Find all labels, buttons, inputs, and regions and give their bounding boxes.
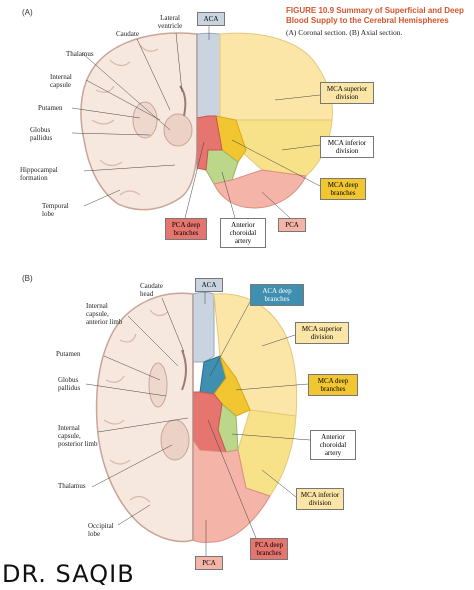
box-a-anterior-choroidal: Anterior choroidal artery bbox=[220, 218, 266, 248]
label-caudate-head: Caudate head bbox=[140, 282, 163, 298]
box-a-pca-deep: PCA deep branches bbox=[165, 218, 207, 240]
figure-subtitle: (A) Coronal section. (B) Axial section. bbox=[286, 28, 403, 37]
box-b-mca-deep: MCA deep branches bbox=[308, 374, 358, 396]
coronal-left-gyri bbox=[91, 44, 159, 196]
coronal-mca-superior bbox=[219, 32, 333, 121]
box-b-aca-deep: ACA deep branches bbox=[250, 284, 304, 306]
label-globus-pallidus-b: Globus pallidus bbox=[58, 376, 81, 392]
coronal-pca-territory bbox=[213, 169, 307, 209]
label-internal-capsule: Internal capsule bbox=[50, 73, 72, 89]
figure-title: FIGURE 10.9 Summary of Superficial and D… bbox=[286, 6, 464, 25]
label-putamen-b: Putamen bbox=[56, 350, 81, 358]
box-a-aca: ACA bbox=[197, 12, 225, 26]
coronal-aca-territory bbox=[196, 32, 221, 121]
label-globus-pallidus: Globus pallidus bbox=[30, 126, 53, 142]
panel-a-letter: (A) bbox=[22, 8, 33, 17]
axial-aca-territory bbox=[192, 292, 215, 363]
axial-left-thalamus bbox=[160, 419, 190, 461]
box-a-mca-inferior: MCA inferior division bbox=[320, 136, 374, 158]
coronal-pca-deep bbox=[196, 115, 223, 171]
label-internal-capsule-posterior: Internal capsule, posterior limb bbox=[58, 424, 98, 448]
label-temporal-lobe: Temporal lobe bbox=[42, 202, 69, 218]
axial-left-putamen bbox=[148, 362, 168, 408]
axial-left-gyri bbox=[103, 309, 169, 503]
coronal-left-ventricle bbox=[179, 85, 187, 117]
label-thalamus-b: Thalamus bbox=[58, 482, 86, 490]
label-occipital-lobe: Occipital lobe bbox=[88, 522, 114, 538]
box-b-mca-inferior: MCA inferior division bbox=[296, 488, 344, 510]
label-thalamus: Thalamus bbox=[66, 50, 94, 58]
coronal-left-thalamus bbox=[163, 113, 193, 147]
label-lateral-ventricle: Lateral ventricle bbox=[157, 14, 183, 30]
box-b-pca: PCA bbox=[195, 556, 223, 570]
label-hippocampal-formation: Hippocampal formation bbox=[20, 166, 58, 182]
box-a-mca-deep: MCA deep branches bbox=[320, 178, 366, 200]
panel-b-letter: (B) bbox=[22, 274, 33, 283]
box-a-pca: PCA bbox=[278, 218, 306, 232]
box-b-mca-superior: MCA superior division bbox=[295, 322, 349, 344]
axial-pca-territory bbox=[192, 438, 271, 543]
coronal-leader-lines bbox=[71, 25, 321, 219]
box-a-mca-superior: MCA superior division bbox=[320, 82, 374, 104]
coronal-mca-inferior bbox=[235, 119, 333, 177]
watermark-text: DR. SAQIB bbox=[2, 560, 135, 588]
axial-left-ventricle bbox=[181, 349, 187, 391]
box-b-anterior-choroidal: Anterior choroidal artery bbox=[310, 430, 356, 460]
box-b-aca: ACA bbox=[195, 278, 223, 292]
axial-mca-inferior bbox=[237, 409, 297, 497]
axial-leader-lines bbox=[85, 290, 311, 556]
axial-left-hemisphere bbox=[95, 292, 194, 543]
label-internal-capsule-anterior: Internal capsule, anterior limb bbox=[86, 302, 123, 326]
coronal-left-putamen bbox=[132, 101, 158, 139]
axial-brain bbox=[95, 292, 298, 543]
label-caudate: Caudate bbox=[116, 30, 139, 38]
coronal-brain bbox=[80, 32, 333, 211]
label-putamen: Putamen bbox=[38, 104, 63, 112]
box-b-pca-deep: PCA deep branches bbox=[250, 538, 288, 560]
